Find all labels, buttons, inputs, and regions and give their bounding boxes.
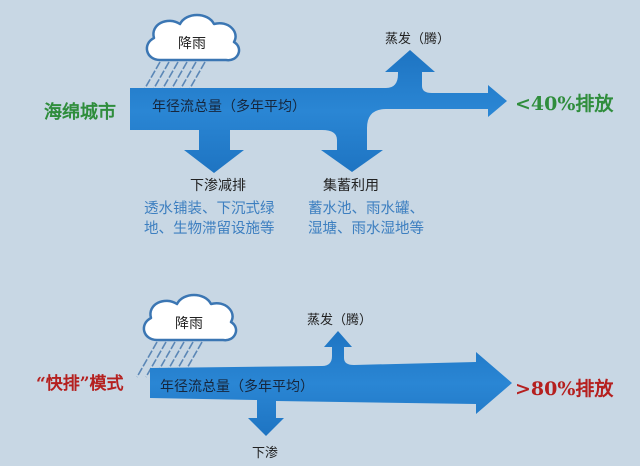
- runoff-flow-arrow: [130, 50, 507, 173]
- evaporation-label: 蒸发（腾）: [385, 31, 450, 47]
- infiltration-label: 下渗: [252, 446, 278, 461]
- fast-drainage-section: 降雨 “快排”模式 年径流总量（多年平均） 蒸发（腾） >80%排放 下渗: [36, 293, 614, 461]
- fast-drainage-label: “快排”模式: [36, 373, 124, 394]
- rain-cloud-icon: [145, 13, 241, 62]
- discharge-label: <40%排放: [515, 92, 614, 115]
- infiltration-examples-line: 透水铺装、下沉式绿: [144, 200, 275, 217]
- harvesting-examples-line: 蓄水池、雨水罐、: [308, 200, 424, 217]
- rain-cloud-icon: [142, 293, 238, 342]
- evaporation-label: 蒸发（腾）: [307, 312, 372, 328]
- annual-runoff-label: 年径流总量（多年平均）: [152, 98, 306, 115]
- rain-label: 降雨: [175, 316, 203, 332]
- infiltration-label: 下渗减排: [190, 178, 246, 194]
- harvesting-label: 集蓄利用: [323, 177, 379, 194]
- sponge-city-section: 降雨 海绵城市 年径流总量（多年平均） 蒸发（腾） <40%排放 下渗减排 集蓄…: [44, 13, 614, 237]
- rain-label: 降雨: [178, 36, 206, 52]
- discharge-label: >80%排放: [515, 377, 614, 400]
- infiltration-examples-line: 地、生物滞留设施等: [144, 219, 275, 237]
- runoff-flow-arrow: [150, 331, 512, 436]
- sponge-city-label: 海绵城市: [44, 101, 116, 123]
- harvesting-examples-line: 湿塘、雨水湿地等: [308, 219, 424, 237]
- annual-runoff-label: 年径流总量（多年平均）: [160, 378, 314, 395]
